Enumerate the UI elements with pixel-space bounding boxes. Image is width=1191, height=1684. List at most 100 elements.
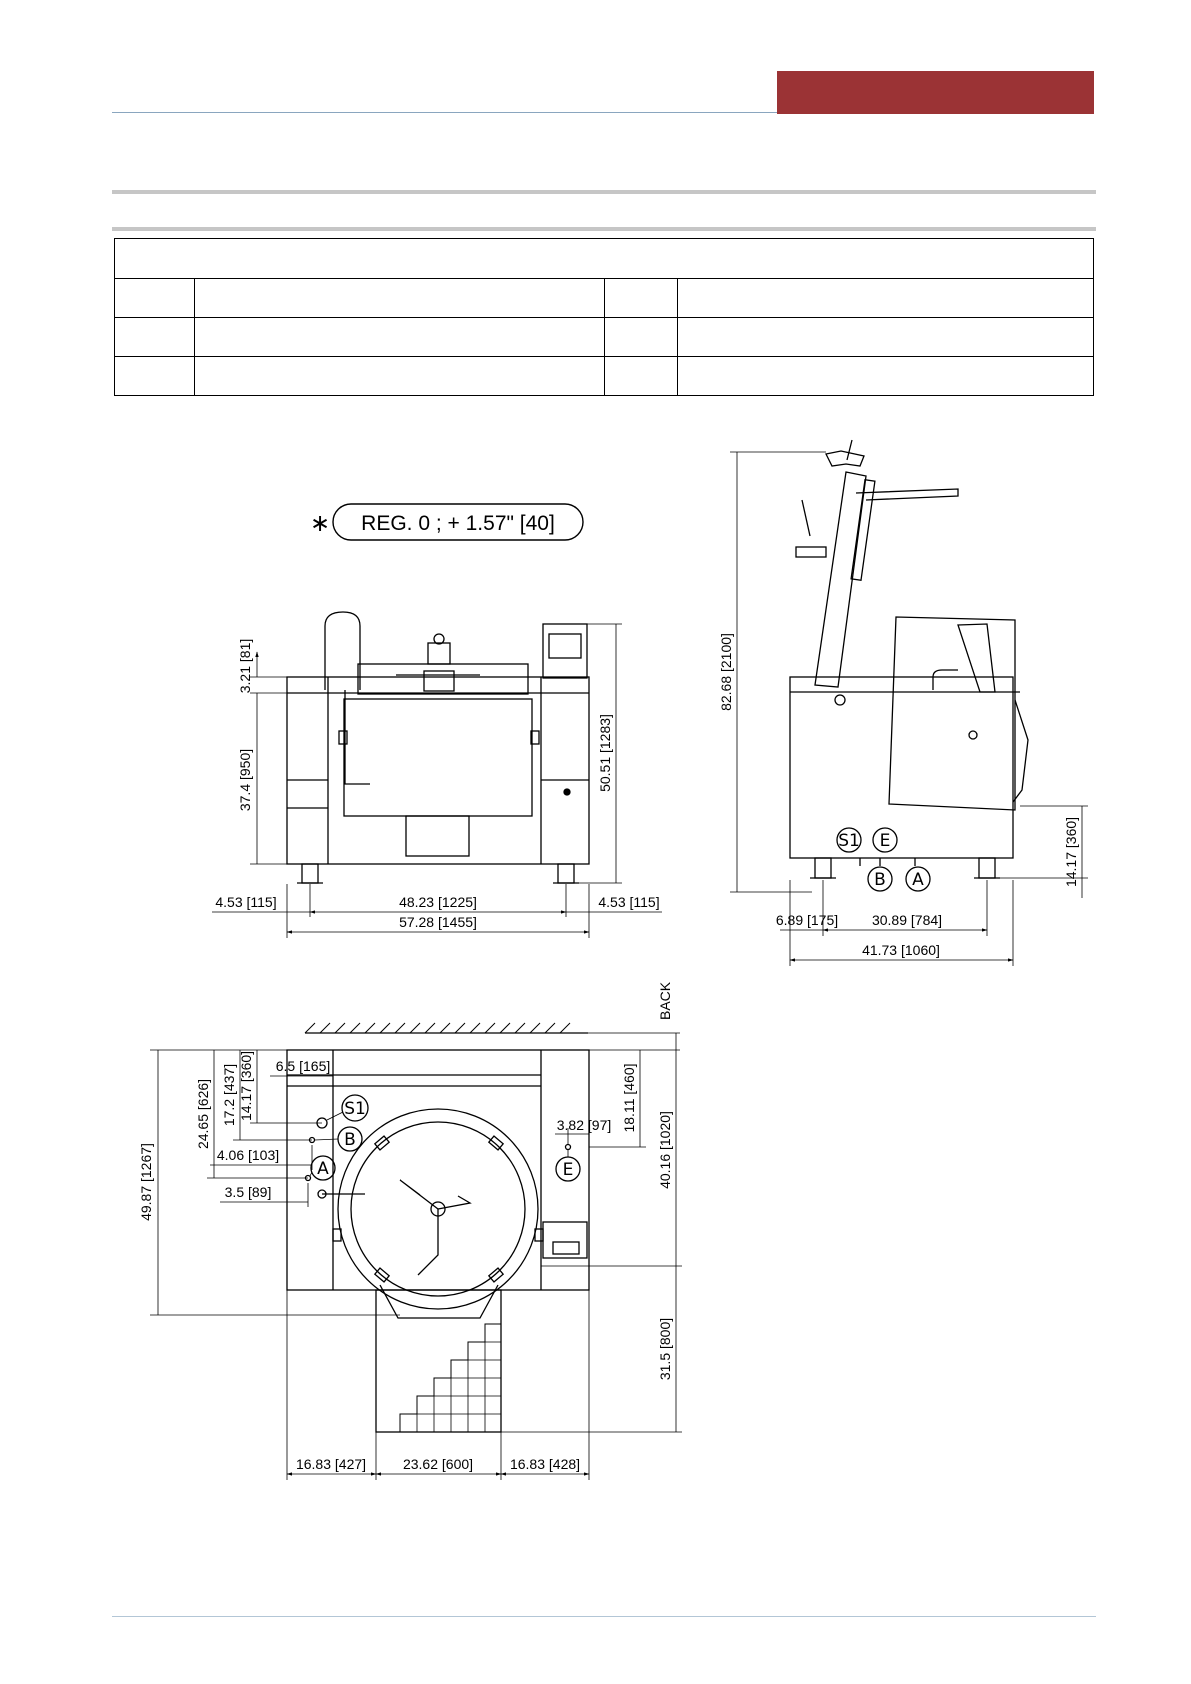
side-kettle-rim: [1012, 699, 1029, 803]
plan-dim-103: 4.06 [103]: [217, 1147, 279, 1163]
header-brand-block: [777, 71, 1094, 114]
side-label-a: A: [912, 870, 924, 890]
plan-dim-1267: 49.87 [1267]: [138, 1143, 154, 1221]
plan-clamp: [373, 1267, 391, 1283]
spec-table-cell: [604, 317, 678, 357]
spec-table-header-row: [114, 238, 1094, 279]
note-text: REG. 0 ; + 1.57" [40]: [361, 512, 555, 535]
front-indicator: [563, 788, 571, 796]
plan-label-s1: S1: [344, 1099, 366, 1119]
plan-kettle-inner: [350, 1121, 526, 1297]
side-motor-shaft: [801, 499, 811, 537]
plan-side-knob: [332, 1228, 342, 1242]
plan-dim-626: 24.65 [626]: [195, 1079, 211, 1149]
side-dim-total: 41.73 [1060]: [862, 942, 940, 958]
regulation-note: ∗ REG. 0 ; + 1.57" [40]: [310, 503, 584, 541]
front-side-knob: [530, 730, 540, 745]
front-mixer-motor: [427, 642, 451, 665]
side-label-e: E: [880, 831, 891, 851]
note-star: ∗: [310, 509, 330, 537]
side-dim-b: 30.89 [784]: [872, 912, 942, 928]
plan-wall-hatch: [304, 1022, 571, 1034]
plan-dim-427: 16.83 [427]: [296, 1456, 366, 1472]
spec-table-row: [114, 317, 1094, 357]
footer-rule: [112, 1616, 1096, 1617]
plan-marker-s1: [341, 1094, 369, 1122]
spec-table-row: [114, 356, 1094, 396]
plan-clamp: [487, 1135, 505, 1151]
plan-kettle-outer: [337, 1108, 539, 1310]
side-dim-low: 14.17 [360]: [1063, 817, 1079, 887]
side-kettle: [888, 616, 1016, 811]
section-rule-top: [112, 190, 1096, 194]
side-hinge: [834, 694, 846, 706]
side-column-arm: [850, 479, 876, 581]
plan-dim-437: 17.2 [437]: [221, 1064, 237, 1126]
plan-label-a: A: [317, 1159, 329, 1179]
front-water-faucet: [324, 611, 361, 690]
side-dim-height: 82.68 [2100]: [718, 633, 734, 711]
side-faucet: [932, 669, 958, 690]
side-marker-b: [867, 866, 893, 892]
side-view: [789, 439, 1029, 892]
section-rule-bottom: [112, 227, 1096, 231]
plan-connection-e: [564, 1143, 572, 1151]
plan-mixer-blade: [437, 1195, 472, 1210]
front-foot: [301, 863, 319, 884]
plan-dim-1020: 40.16 [1020]: [657, 1111, 673, 1189]
front-dim-top: 3.21 [81]: [237, 639, 253, 694]
side-dimensions: [730, 451, 1088, 966]
side-indicator: [968, 730, 978, 740]
front-dim-left: 4.53 [115]: [215, 894, 276, 910]
leader-line: [309, 1171, 313, 1177]
plan-marker-a: [310, 1155, 336, 1181]
front-lid-plate: [423, 670, 455, 692]
spec-table-cell: [677, 278, 1094, 318]
plan-label-e: E: [563, 1160, 574, 1180]
plan-back-label: BACK: [657, 981, 673, 1020]
plan-dim-800: 31.5 [800]: [657, 1318, 673, 1380]
front-view: [286, 611, 590, 884]
side-marker-e: [872, 827, 898, 853]
plan-dim-89: 3.5 [89]: [225, 1184, 272, 1200]
plan-dim-360: 14.17 [360]: [238, 1051, 254, 1121]
leader-line: [326, 1111, 344, 1121]
plan-drain-funnel: [379, 1284, 499, 1319]
spec-table: [114, 238, 1094, 396]
plan-mixer-blade: [417, 1209, 439, 1276]
front-foot: [557, 863, 575, 884]
side-column-cap: [825, 450, 865, 467]
plan-clamp: [373, 1135, 391, 1151]
front-dim-mid: 48.23 [1225]: [399, 894, 477, 910]
plan-dim-460: 18.11 [460]: [621, 1063, 637, 1132]
side-marker-s1: [836, 827, 862, 853]
spec-table-cell: [677, 356, 1094, 396]
front-side-knob: [338, 730, 348, 745]
header-rule: [112, 112, 777, 113]
plan-control-panel: [542, 1221, 588, 1259]
spec-table-cell: [114, 278, 195, 318]
front-kettle: [343, 698, 533, 817]
plan-dim-428: 16.83 [428]: [510, 1456, 580, 1472]
side-column: [814, 471, 867, 688]
front-dim-body: 37.4 [950]: [237, 749, 253, 811]
plan-control-display: [552, 1241, 580, 1255]
plan-dim-165: 6.5 [165]: [276, 1058, 331, 1074]
spec-table-cell: [114, 356, 195, 396]
plan-clamp: [487, 1267, 505, 1283]
front-mixer-knob: [433, 633, 445, 645]
front-dim-right: 4.53 [115]: [598, 894, 659, 910]
front-dim-total: 57.28 [1455]: [399, 914, 477, 930]
plan-faucet-pivot: [317, 1189, 327, 1199]
front-dim-height: 50.51 [1283]: [597, 714, 613, 792]
plan-mixer-blade: [399, 1179, 439, 1210]
front-control-display: [548, 633, 582, 659]
plan-side-knob: [534, 1228, 544, 1242]
front-body: [286, 676, 590, 865]
leader-line: [314, 1138, 339, 1141]
side-motor: [795, 546, 827, 558]
plan-dim-97: 3.82 [97]: [557, 1117, 612, 1133]
front-faucet-arm: [344, 690, 370, 785]
spec-table-cell: [194, 356, 605, 396]
